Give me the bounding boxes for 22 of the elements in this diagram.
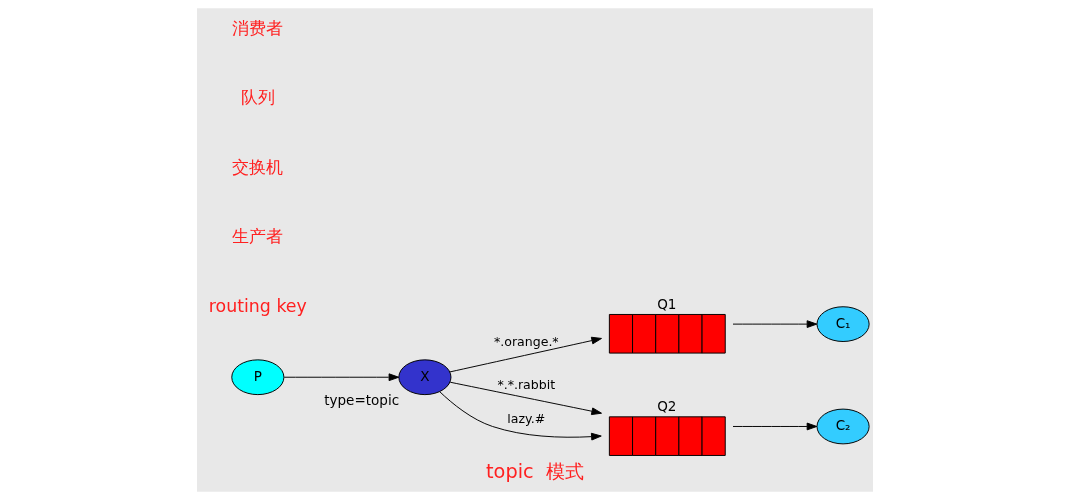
arrow xyxy=(283,373,399,382)
arrow xyxy=(438,391,602,441)
arrow xyxy=(449,381,602,416)
node-ellipse: C₂ xyxy=(816,408,870,445)
edge-label: lazy.# xyxy=(506,411,545,427)
label: 交换机 xyxy=(231,156,283,177)
edge-label: *.orange.* xyxy=(493,333,559,349)
node-ellipse: X xyxy=(397,359,451,396)
label: routing key xyxy=(208,295,307,316)
node-ellipse: P xyxy=(230,359,284,396)
label: 队列 xyxy=(240,87,275,108)
node-ellipse: C₁ xyxy=(816,306,870,342)
node-label: Q2 xyxy=(656,398,676,415)
node-label: Q1 xyxy=(656,295,676,312)
node-label: type=topic xyxy=(323,392,399,409)
edge-label: *.*.rabbit xyxy=(496,377,555,393)
arrow xyxy=(448,336,602,373)
arrow xyxy=(732,320,817,328)
arrow xyxy=(732,422,817,431)
label: 消费者 xyxy=(231,17,283,38)
label: 生产者 xyxy=(231,226,283,247)
caption: topic 模式 xyxy=(485,460,584,484)
